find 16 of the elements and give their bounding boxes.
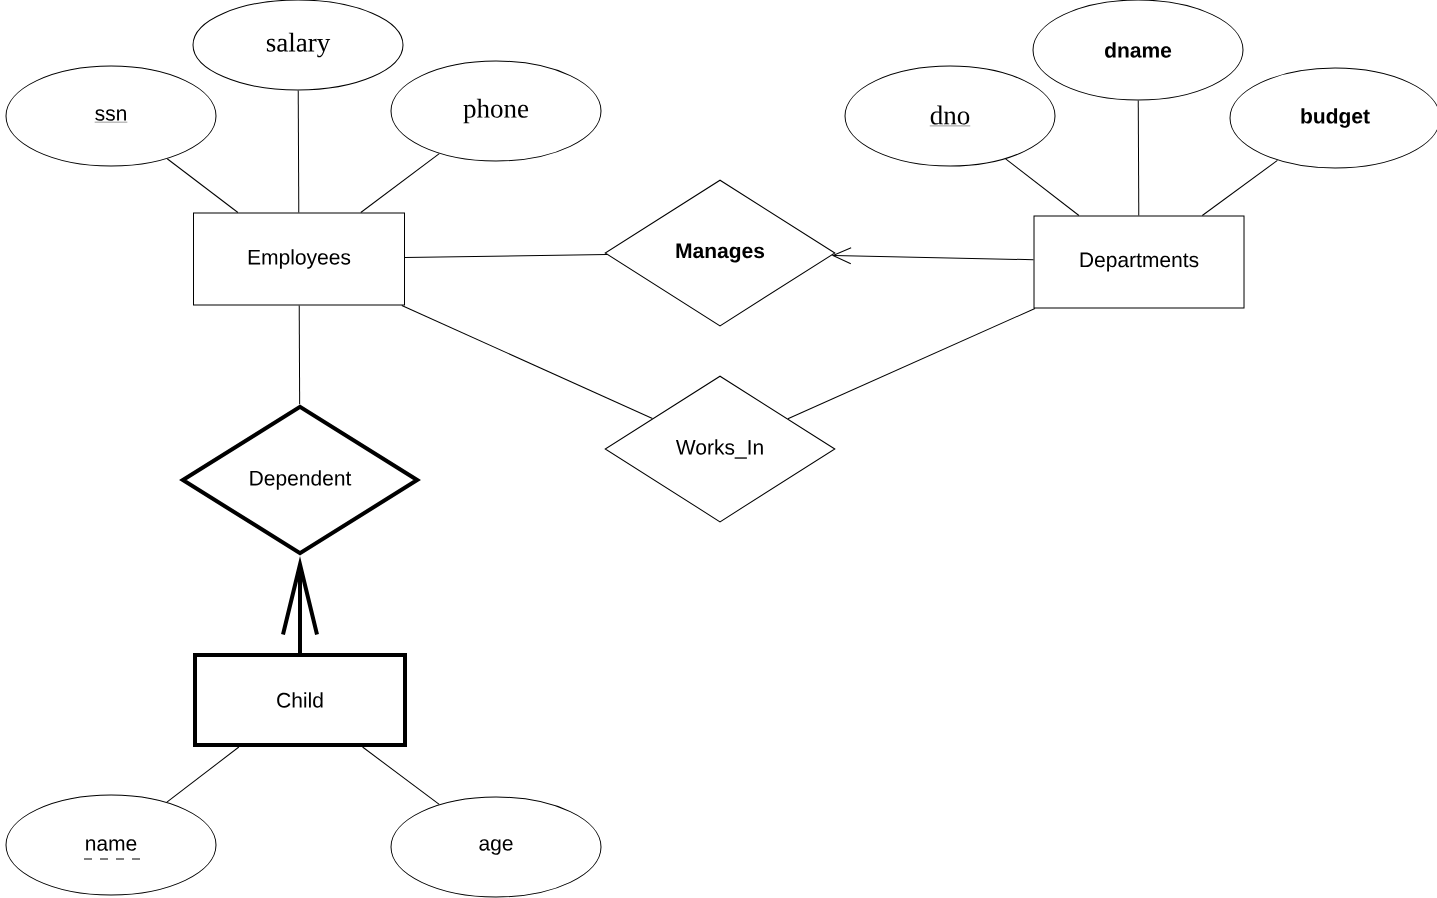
connector-line [297,90,300,213]
connector-line [298,305,301,405]
entity-box: Departments [1033,215,1245,309]
connector-line [166,746,240,803]
connector-line [166,158,239,213]
entity-box: Child [193,653,407,747]
connector-line [360,153,440,213]
connector-line [362,746,440,805]
connector-line [787,308,1036,420]
entity-box: Employees [193,212,405,306]
connector-line [1137,100,1140,216]
connector-line [1005,158,1080,216]
connector-line [1201,159,1278,216]
connector-line [401,305,653,419]
arrow [832,247,1034,265]
connector-line [404,254,608,258]
